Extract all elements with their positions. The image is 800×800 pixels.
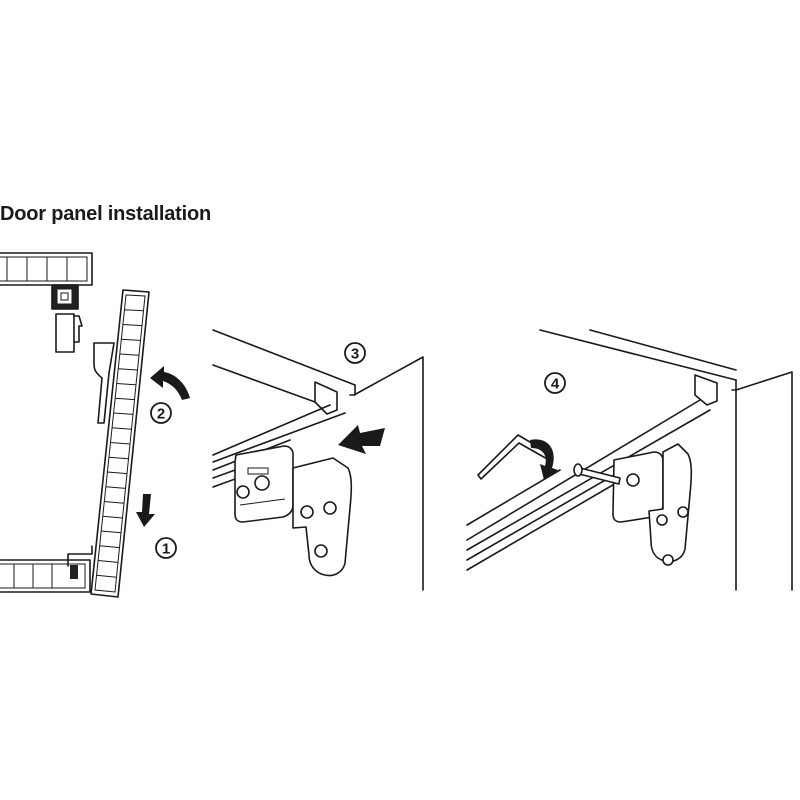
step-1-2-illustration: 2 1 [0,252,190,598]
panel-cell-divider [112,427,132,430]
panel-cell-divider [115,397,135,401]
down-arrow-icon [136,494,155,527]
svg-text:2: 2 [157,406,165,423]
panel-cell-divider [124,309,144,312]
svg-text:3: 3 [351,346,359,363]
panel-cell-divider [105,486,126,489]
panel-cell-divider [107,471,128,475]
panel-cell-divider [116,383,137,386]
push-arrow-icon [338,425,385,454]
panel-cell-divider [119,353,140,356]
door-panel [90,289,150,598]
top-rail [0,252,93,286]
turn-arrow-icon [530,439,558,480]
panel-cell-divider [110,442,131,445]
step-2-marker: 2 [150,402,172,424]
panel-cell-divider [101,530,122,534]
panel-cell-divider [108,456,129,460]
svg-text:4: 4 [551,376,560,393]
panel-cell-divider [121,338,141,341]
panel-cell-divider [99,545,120,549]
step-3-marker: 3 [344,342,366,364]
svg-text:1: 1 [162,541,170,558]
step-1-marker: 1 [155,537,177,559]
step-3-illustration: 3 [212,329,424,591]
panel-cell-divider [104,501,125,504]
panel-cell-divider [118,368,138,371]
panel-cell-divider [96,574,117,578]
panel-cell-divider [122,324,143,327]
step-4-illustration: 4 [466,329,793,591]
roller-carriage [51,284,83,353]
diagram-title: Door panel installation [0,203,211,225]
panel-cell-divider [98,560,119,563]
panel-cell-divider [102,515,123,519]
rotate-arrow-icon [150,366,190,400]
bottom-rail [0,545,93,593]
panel-cell-divider [113,412,134,415]
door-hook [93,342,115,424]
step-4-marker: 4 [544,372,566,394]
